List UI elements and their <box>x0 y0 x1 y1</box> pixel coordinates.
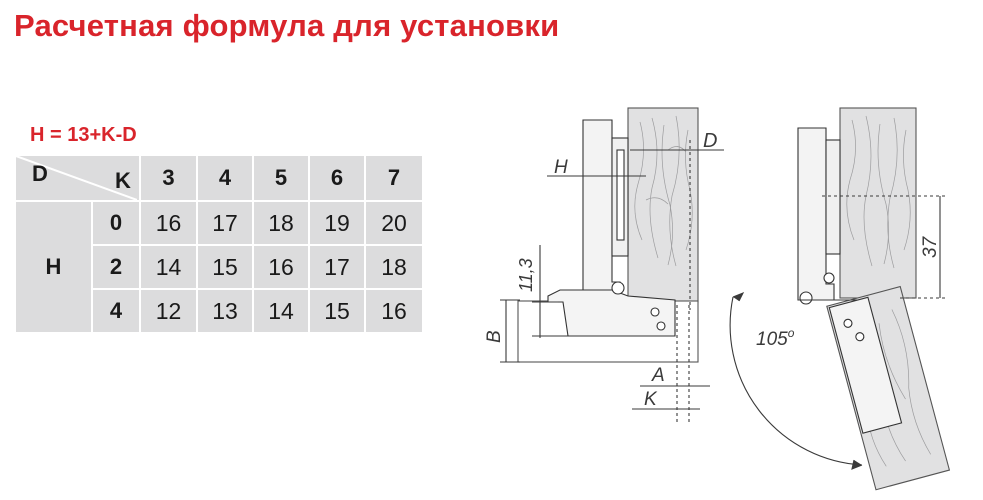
corner-diagonal <box>16 156 137 200</box>
angle-value: 105 <box>756 329 788 350</box>
table-cell: 19 <box>308 200 366 246</box>
table-row: 4 12 13 14 15 16 <box>15 288 424 334</box>
dim-label-h: H <box>554 157 568 178</box>
table-row: H 0 16 17 18 19 20 <box>14 200 424 334</box>
hinge-pivot-right-2 <box>823 272 835 284</box>
table-cell: 16 <box>364 288 424 334</box>
table-row: 2 14 15 16 17 18 <box>15 244 424 290</box>
wood-grain-right <box>846 115 911 269</box>
page-title: Расчетная формула для установки <box>14 8 560 43</box>
d-header-6: 6 <box>308 154 366 202</box>
d-header-5: 5 <box>252 154 310 202</box>
dim-label-b: B <box>484 330 505 343</box>
table-cell: 16 <box>252 244 310 290</box>
cabinet-wall-left <box>627 107 699 303</box>
table-cell: 17 <box>196 200 254 246</box>
dim-label-37: 37 <box>920 235 941 258</box>
table-cell: 12 <box>139 288 198 334</box>
hinge-table: D K 3 4 5 6 7 H 0 16 17 18 19 20 2 14 15… <box>14 154 424 334</box>
table-cell: 17 <box>308 244 366 290</box>
table-cell: 14 <box>139 244 198 290</box>
k-value: 0 <box>91 200 141 246</box>
d-header-3: 3 <box>139 154 198 202</box>
screw-hole-left-2 <box>656 321 666 331</box>
dim-label-d: D <box>703 130 717 152</box>
table-header-row: D K 3 4 5 6 7 <box>14 154 424 202</box>
table-cell: 18 <box>364 244 424 290</box>
right-hinge-view: 37 105o <box>729 107 951 491</box>
table-cell: 18 <box>252 200 310 246</box>
angle-degree: o <box>788 326 795 340</box>
dim-label-k: K <box>644 389 658 410</box>
table-cell: 15 <box>308 288 366 334</box>
table-cell: 16 <box>139 200 198 246</box>
screw-hole-left-1 <box>650 307 660 317</box>
open-door-right <box>826 285 951 491</box>
dim-label-11-3: 11,3 <box>516 258 536 292</box>
table-cell: 20 <box>364 200 424 246</box>
d-header-4: 4 <box>196 154 254 202</box>
angle-arrow-start <box>732 291 745 302</box>
angle-label: 105o <box>756 326 795 350</box>
table-cell: 14 <box>252 288 310 334</box>
table-cell: 15 <box>196 244 254 290</box>
table-cell: 13 <box>196 288 254 334</box>
angle-arrow-end <box>851 459 863 470</box>
wood-grain-left <box>634 115 693 267</box>
hinge-slot-left <box>616 149 625 241</box>
hinge-plate-right <box>825 139 841 255</box>
dim-label-a: A <box>651 365 665 386</box>
h-row-label: H <box>14 200 93 334</box>
d-header-7: 7 <box>364 154 424 202</box>
left-hinge-view: D H 11,3 B A K <box>484 107 724 425</box>
corner-d-label: D <box>32 161 48 186</box>
k-value: 2 <box>91 244 141 290</box>
k-value: 4 <box>91 288 141 334</box>
hinge-pivot-left <box>611 281 625 295</box>
hinge-pivot-right-1 <box>799 291 813 305</box>
table-corner-cell: D K <box>14 154 141 202</box>
angle-arc <box>729 296 863 466</box>
formula-label: H = 13+K-D <box>30 124 137 146</box>
corner-k-label: K <box>115 168 131 193</box>
